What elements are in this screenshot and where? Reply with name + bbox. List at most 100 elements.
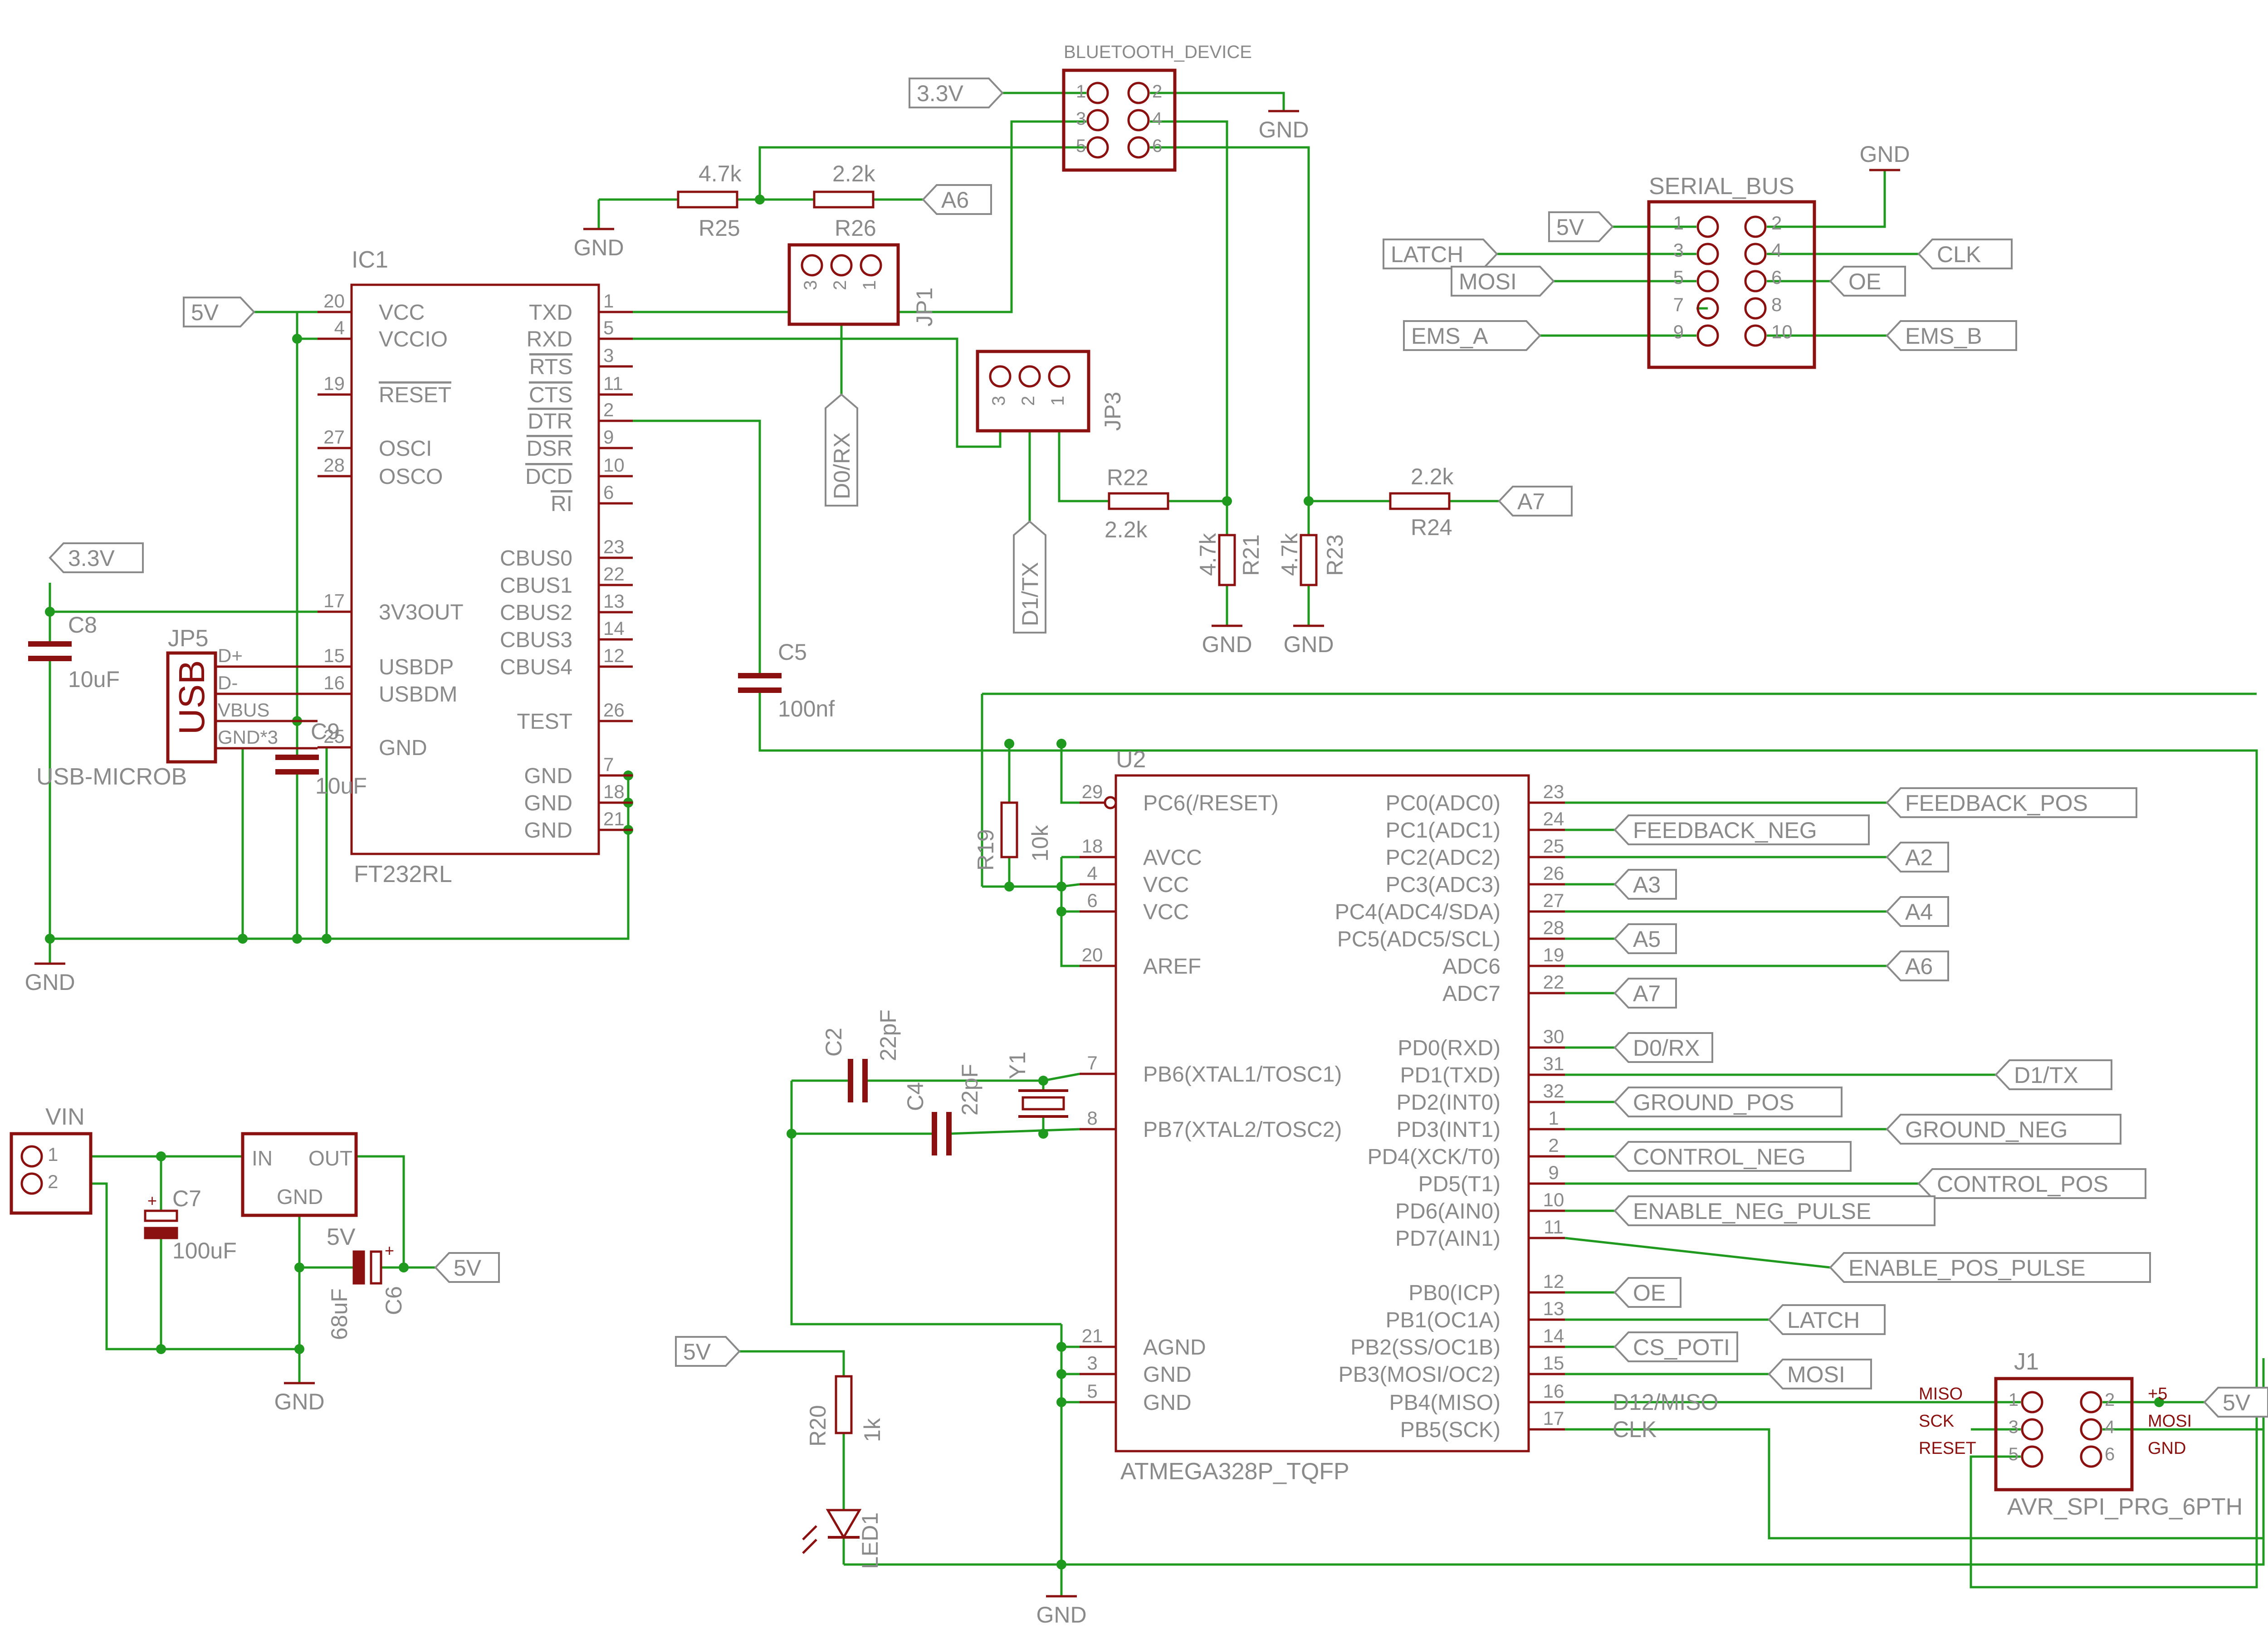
wire — [844, 1358, 2265, 1566]
ic1-pin-label: GND — [524, 819, 572, 843]
net-label-d0rx-jp1-text: D0/RX — [829, 433, 855, 499]
ic1-pin-label: CBUS4 — [500, 655, 572, 679]
u2-pin-number: 7 — [1087, 1052, 1097, 1073]
u2-pin-label: PB3(MOSI/OC2) — [1339, 1363, 1501, 1387]
ic1-pin-label: RESET — [379, 383, 451, 407]
u2-pin-label: PB2(SS/OC1B) — [1350, 1336, 1501, 1360]
net-label-enable-pos-pulse: ENABLE_POS_PULSE — [1829, 1252, 2151, 1283]
r20-value: 1k — [860, 1418, 885, 1442]
wire — [1565, 1428, 2265, 1540]
vin-header-body — [10, 1132, 93, 1215]
net-label-5v-serial: 5V — [1548, 211, 1614, 242]
polarized-cap-plate — [144, 1227, 178, 1239]
net-label-3v3-top: 3.3V — [909, 78, 1004, 108]
net-label-a7-right: A7 — [1498, 486, 1573, 517]
u2-pin-number: 15 — [1543, 1352, 1564, 1374]
ic1-pin-label: RTS — [529, 355, 572, 379]
ic1-pin-label: 3V3OUT — [379, 600, 464, 624]
u2-pin-label: VCC — [1143, 873, 1189, 897]
net-label-5v-j1: 5V — [2203, 1387, 2268, 1418]
u2-pin-label: PB5(SCK) — [1400, 1418, 1501, 1442]
c9-name: C9 — [311, 719, 340, 744]
jp5-name: JP5 — [168, 625, 209, 652]
inverted-pin-bubble — [1104, 796, 1117, 809]
u2-pin-label: ADC7 — [1442, 982, 1501, 1006]
u2-pin-label: PC2(ADC2) — [1386, 846, 1501, 870]
ground-symbol: GND — [1036, 1595, 1087, 1628]
u2-pin-number: 21 — [1082, 1325, 1103, 1346]
serial-bus-pin — [1696, 270, 1719, 292]
u2-pin-number: 3 — [1087, 1352, 1097, 1374]
net-label-clk-serial-text: CLK — [1937, 242, 1981, 267]
vin-name: VIN — [45, 1104, 85, 1130]
u2-pin-label: PC1(ADC1) — [1386, 819, 1501, 843]
jp3-pin-number: 1 — [1048, 396, 1068, 406]
regulator-gnd-label: GND — [277, 1185, 323, 1209]
u2-pin-label: PD2(INT0) — [1397, 1091, 1501, 1115]
polarity-mark: + — [147, 1191, 157, 1210]
junction-dot — [156, 1344, 166, 1354]
junction-dot — [1056, 882, 1066, 892]
u2-pin-number: 30 — [1543, 1026, 1564, 1047]
u2-pin-number: 8 — [1087, 1107, 1097, 1129]
serial-bus-pin — [1744, 297, 1767, 320]
ic1-pin-label: OSCI — [379, 437, 432, 461]
wire — [1767, 170, 1886, 228]
bluetooth-pin-number: 3 — [1076, 109, 1086, 129]
ic1-pin-label: DTR — [528, 409, 572, 434]
u2-pin-number: 11 — [1544, 1216, 1564, 1238]
led-emission-arrows — [802, 1525, 817, 1554]
ic1-name: IC1 — [352, 247, 388, 273]
junction-dot — [1056, 1342, 1066, 1352]
ic1-pin-number: 14 — [603, 618, 625, 639]
bluetooth-pin-number: 1 — [1076, 82, 1086, 102]
u2-pin-number: 20 — [1082, 944, 1103, 965]
net-label-latch-serial-text: LATCH — [1391, 242, 1463, 267]
jp3-pin-number: 2 — [1018, 396, 1038, 406]
net-label-5v-ic1-text: 5V — [191, 300, 219, 325]
u2-pin-label: PC0(ADC0) — [1386, 791, 1501, 815]
ic1-pin-label: TXD — [529, 301, 572, 325]
junction-dot — [1004, 882, 1014, 892]
ic1-pin-label: GND — [524, 764, 572, 788]
net-label-d1tx-u2-text: D1/TX — [2014, 1063, 2078, 1088]
u2-pin-number: 25 — [1543, 835, 1564, 857]
wire — [898, 120, 1086, 313]
jp1-pin-number: 1 — [860, 280, 880, 290]
ic1-pin-number: 16 — [323, 672, 345, 693]
bluetooth-pin — [1127, 82, 1150, 104]
u2-pin-number: 32 — [1543, 1080, 1564, 1102]
j1-header-body — [1994, 1377, 2134, 1492]
j1-signal-label: RESET — [1919, 1439, 1976, 1458]
junction-dot — [294, 1344, 304, 1354]
ic1-pin-number: 13 — [603, 590, 625, 612]
wire — [948, 1128, 1080, 1135]
r21-name: R21 — [1238, 534, 1264, 576]
resistor-body — [1108, 492, 1169, 510]
c7-name: C7 — [172, 1186, 201, 1211]
led1-name: LED1 — [857, 1512, 883, 1569]
gnd-label: GND — [1859, 141, 1910, 167]
net-label-5v-reg-text: 5V — [454, 1255, 482, 1281]
resistor-body — [835, 1375, 853, 1434]
junction-dot — [1056, 739, 1066, 749]
net-label-d1tx-jp3-text: D1/TX — [1017, 562, 1043, 626]
r23-name: R23 — [1322, 534, 1348, 576]
net-label-oe-u2-text: OE — [1633, 1280, 1666, 1306]
r20-name: R20 — [805, 1405, 831, 1447]
ic1-pin-number: 1 — [603, 290, 614, 312]
ic1-pin-label: VCC — [379, 301, 425, 325]
c2-value: 22pF — [875, 1009, 901, 1061]
u2-pin-number: 24 — [1543, 808, 1564, 829]
junction-dot — [2154, 1397, 2164, 1407]
gnd-label: GND — [24, 970, 75, 995]
bluetooth-pin — [1127, 136, 1150, 159]
net-label-ems-a: EMS_A — [1403, 320, 1541, 351]
r26-name: R26 — [835, 215, 876, 241]
vin-pin — [20, 1145, 43, 1168]
net-label-latch-u2-text: LATCH — [1787, 1307, 1860, 1333]
r26-value: 2.2k — [832, 161, 876, 186]
net-label-a4: A4 — [1886, 896, 1949, 927]
wire — [1060, 857, 1080, 967]
ic1-pin-number: 6 — [603, 482, 614, 503]
